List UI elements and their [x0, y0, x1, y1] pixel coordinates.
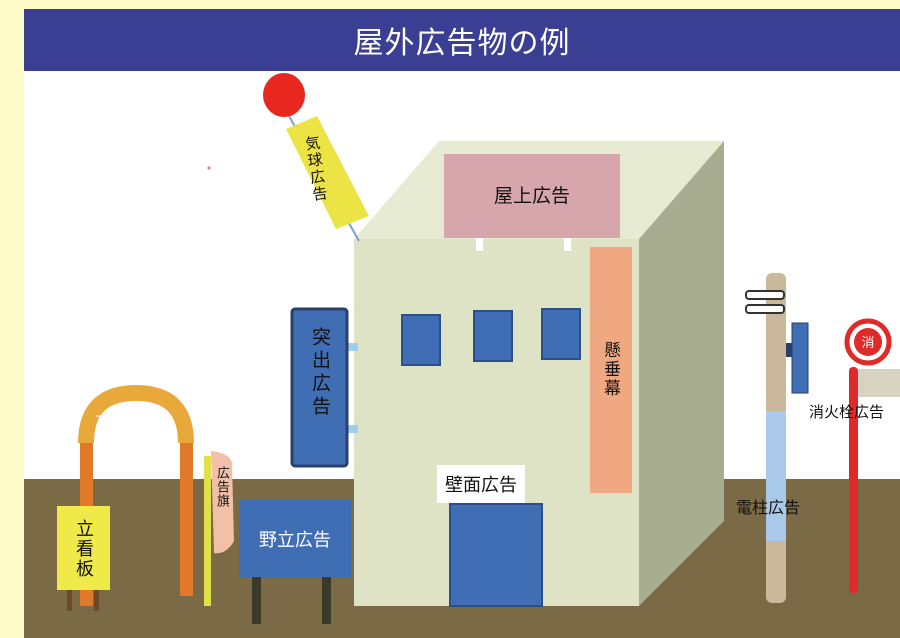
rooftop-ad-label: 屋上広告	[493, 185, 570, 207]
standing-board-leg	[94, 576, 99, 611]
field-sign-leg	[252, 576, 261, 624]
balloon-banner	[286, 116, 369, 229]
scene: 気球広告 屋上広告 突出広告 懸垂幕 壁面広告 アーチ広告 広告旗 立看板 野立…	[24, 71, 900, 638]
hydrant-sign-board	[858, 369, 900, 397]
rooftop-sign-leg	[564, 237, 571, 251]
rooftop-sign-leg	[476, 237, 483, 251]
window	[473, 310, 513, 362]
projecting-sign-bracket	[346, 425, 358, 433]
hanging-banner-label: 懸垂幕	[600, 341, 620, 398]
pole-crossarm	[745, 304, 785, 314]
utility-pole-ad-label: 電柱広告	[736, 498, 801, 517]
field-sign-leg	[322, 576, 331, 624]
projecting-ad-label: 突出広告	[309, 327, 331, 419]
hydrant-symbol	[854, 328, 882, 356]
field-ad-label: 野立広告	[259, 530, 331, 551]
page-title: 屋外広告物の例	[24, 9, 900, 71]
pole-crossarm	[745, 290, 785, 300]
field-sign	[239, 499, 351, 577]
hanging-banner	[590, 247, 632, 493]
projecting-sign-bracket	[346, 343, 358, 351]
standing-board-label: 立看板	[73, 519, 94, 579]
scene-illustration	[24, 73, 900, 638]
advertising-flag-label: 広告旗	[214, 466, 229, 508]
pole-sign-clip	[786, 343, 792, 357]
arch-post	[180, 441, 193, 596]
hydrant-ad-label: 消火栓広告	[809, 403, 885, 421]
pole-ad-band	[766, 411, 786, 541]
rooftop-sign	[444, 154, 620, 238]
standing-board-leg	[67, 576, 72, 611]
projecting-sign	[290, 307, 349, 468]
pole-sign	[791, 322, 809, 394]
window	[401, 314, 441, 366]
balloon	[263, 73, 305, 117]
hydrant-mark: 消	[861, 336, 875, 351]
hydrant-sign-pole	[849, 367, 858, 593]
wall-ad-label: 壁面広告	[437, 465, 525, 503]
building-door	[449, 503, 543, 607]
speck	[207, 166, 211, 170]
building-side-wall	[639, 141, 724, 606]
arch-ad-label: アーチ広告	[94, 414, 164, 430]
window	[541, 308, 581, 360]
arch-top	[78, 384, 194, 444]
flag-pole	[204, 456, 211, 606]
advertising-flag	[211, 451, 234, 554]
standing-board	[57, 506, 110, 590]
